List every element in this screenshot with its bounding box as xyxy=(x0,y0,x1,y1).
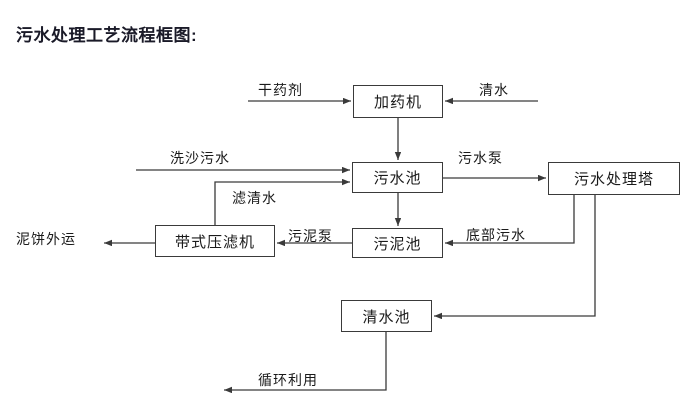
node-clear-water-pool[interactable]: 清水池 xyxy=(341,300,432,332)
edge-label-bottom-sewage: 底部污水 xyxy=(466,227,526,243)
node-treatment-tower[interactable]: 污水处理塔 xyxy=(548,162,680,195)
edge-label-recycle-reuse: 循环利用 xyxy=(258,372,318,388)
edge-label-dry-reagent: 干药剂 xyxy=(258,82,303,98)
node-dosing-machine[interactable]: 加药机 xyxy=(353,85,443,118)
edge-treatment-tower-to-clear-water-pool xyxy=(434,195,596,320)
node-label: 污水处理塔 xyxy=(573,171,654,188)
edge-label-sand-wash-sewage: 洗沙污水 xyxy=(170,150,230,166)
edge-clear-water-pool-to-recycle-reuse xyxy=(224,332,387,394)
node-wastewater-pool[interactable]: 污水池 xyxy=(352,162,443,193)
terminal-label-mud-cake-out: 泥饼外运 xyxy=(16,231,76,247)
node-label: 带式压滤机 xyxy=(174,233,255,251)
node-belt-filter-press[interactable]: 带式压滤机 xyxy=(155,225,275,257)
node-label: 污水池 xyxy=(373,170,422,187)
edge-treatment-tower-to-sludge-pool xyxy=(445,195,575,247)
edge-label-sludge-pump: 污泥泵 xyxy=(288,228,333,244)
node-sludge-pool[interactable]: 污泥池 xyxy=(352,228,443,258)
edge-label-clean-water: 清水 xyxy=(479,82,509,98)
node-label: 加药机 xyxy=(373,94,422,111)
node-label: 污泥池 xyxy=(373,235,422,253)
edge-label-filtered-clear-water: 滤清水 xyxy=(232,190,277,206)
edge-label-wastewater-pump: 污水泵 xyxy=(458,150,503,166)
node-label: 清水池 xyxy=(362,308,411,326)
page-title: 污水处理工艺流程框图: xyxy=(16,26,198,45)
edge-belt-filter-press-to-wastewater-pool xyxy=(214,178,350,225)
